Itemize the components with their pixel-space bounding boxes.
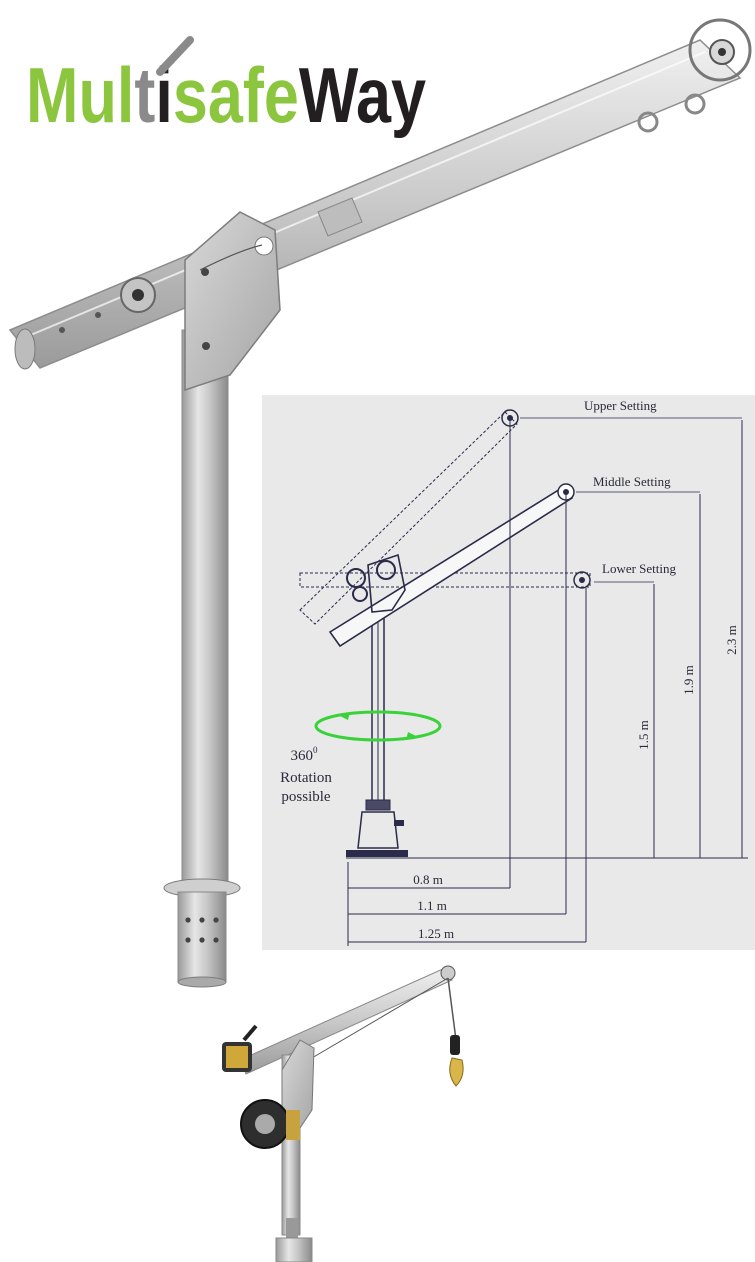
mast-pole [181, 329, 229, 891]
logo-part-t: t [134, 51, 155, 139]
diagram-base-plate [346, 850, 408, 857]
reach-middle-label: 1.1 m [417, 898, 447, 913]
logo-part-safe: safe [173, 51, 299, 139]
height-middle-label: 1.9 m [681, 665, 696, 695]
height-lower-label: 1.5 m [636, 720, 651, 750]
snap-hook-icon [449, 1057, 464, 1087]
assembled-davit-photo [222, 965, 464, 1262]
tip-pulley-icon [688, 18, 752, 82]
lower-setting-label: Lower Setting [602, 561, 677, 576]
middle-setting-label: Middle Setting [593, 474, 671, 489]
settings-diagram: Upper Setting Middle Setting Lower Setti… [262, 395, 755, 950]
logo-part-mul: Mul [26, 51, 134, 139]
logo-accent-stroke [156, 36, 194, 76]
height-upper-label: 2.3 m [724, 625, 739, 655]
davit-arm-photo [8, 18, 752, 988]
brand-logo: MultisafeWay [26, 36, 426, 139]
eye-bolt-icon [684, 93, 706, 115]
rotation-label-line3: possible [281, 789, 331, 805]
logo-part-way: Way [299, 51, 426, 139]
reach-lower-label: 1.25 m [418, 926, 454, 941]
upper-setting-label: Upper Setting [584, 398, 657, 413]
eye-bolt-icon [637, 111, 659, 133]
reach-upper-label: 0.8 m [413, 872, 443, 887]
rotation-label-line2: Rotation [280, 770, 332, 786]
rotation-label: 3600 [291, 745, 319, 764]
arm-end-cap [14, 328, 36, 370]
svg-text:MultisafeWay: MultisafeWay [26, 51, 426, 139]
base-sleeve [177, 891, 227, 983]
rotation-arrow-icon [314, 710, 442, 742]
